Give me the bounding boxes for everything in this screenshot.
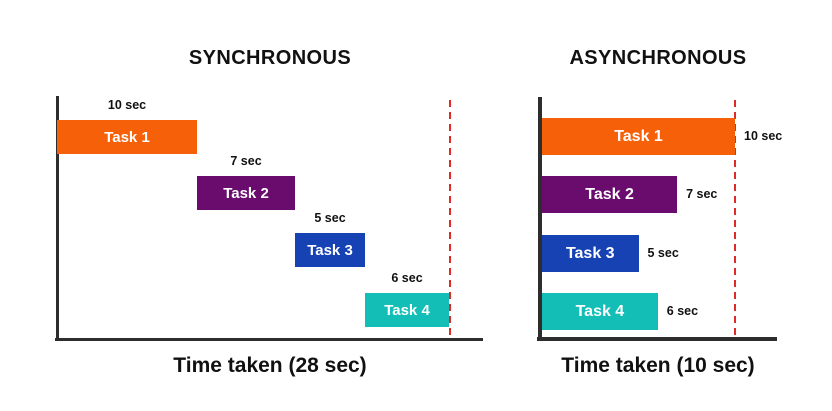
panel-title-asynchronous: ASYNCHRONOUS <box>569 47 747 69</box>
task-duration-label: 5 sec <box>314 211 346 225</box>
task-bar-label: Task 4 <box>575 302 625 320</box>
task-bar: Task 4 <box>542 293 658 330</box>
x-axis <box>537 337 777 341</box>
task-bar: Task 2 <box>542 176 678 213</box>
task-bar-label: Task 3 <box>565 244 615 262</box>
panel-title-synchronous: SYNCHRONOUS <box>188 47 352 69</box>
time-taken-label: Time taken (28 sec) <box>173 354 367 377</box>
task-bar: Task 1 <box>57 120 197 154</box>
task-bar-label: Task 2 <box>585 185 634 203</box>
deadline-dashed-line <box>449 100 451 339</box>
task-bar: Task 1 <box>542 118 735 155</box>
task-duration-label: 10 sec <box>744 128 783 143</box>
task-bar-label: Task 1 <box>104 128 150 146</box>
task-duration-label: 7 sec <box>686 186 718 201</box>
task-bar: Task 4 <box>365 293 449 327</box>
x-axis <box>55 338 483 341</box>
task-duration-label: 5 sec <box>647 245 679 260</box>
task-duration-label: 10 sec <box>107 98 147 112</box>
task-bar-label: Task 2 <box>223 184 269 202</box>
task-bar: Task 3 <box>542 235 639 272</box>
y-axis <box>56 96 59 341</box>
task-duration-label: 6 sec <box>391 271 423 285</box>
task-bar-label: Task 4 <box>384 301 430 319</box>
y-axis <box>538 97 542 341</box>
task-bar: Task 3 <box>295 233 365 267</box>
task-duration-label: 6 sec <box>666 303 699 318</box>
task-bar-label: Task 1 <box>614 127 663 145</box>
task-duration-label: 7 sec <box>230 154 262 168</box>
task-bar: Task 2 <box>197 176 295 210</box>
time-taken-label: Time taken (10 sec) <box>561 354 755 377</box>
deadline-dashed-line <box>734 100 736 339</box>
task-bar-label: Task 3 <box>307 241 353 259</box>
